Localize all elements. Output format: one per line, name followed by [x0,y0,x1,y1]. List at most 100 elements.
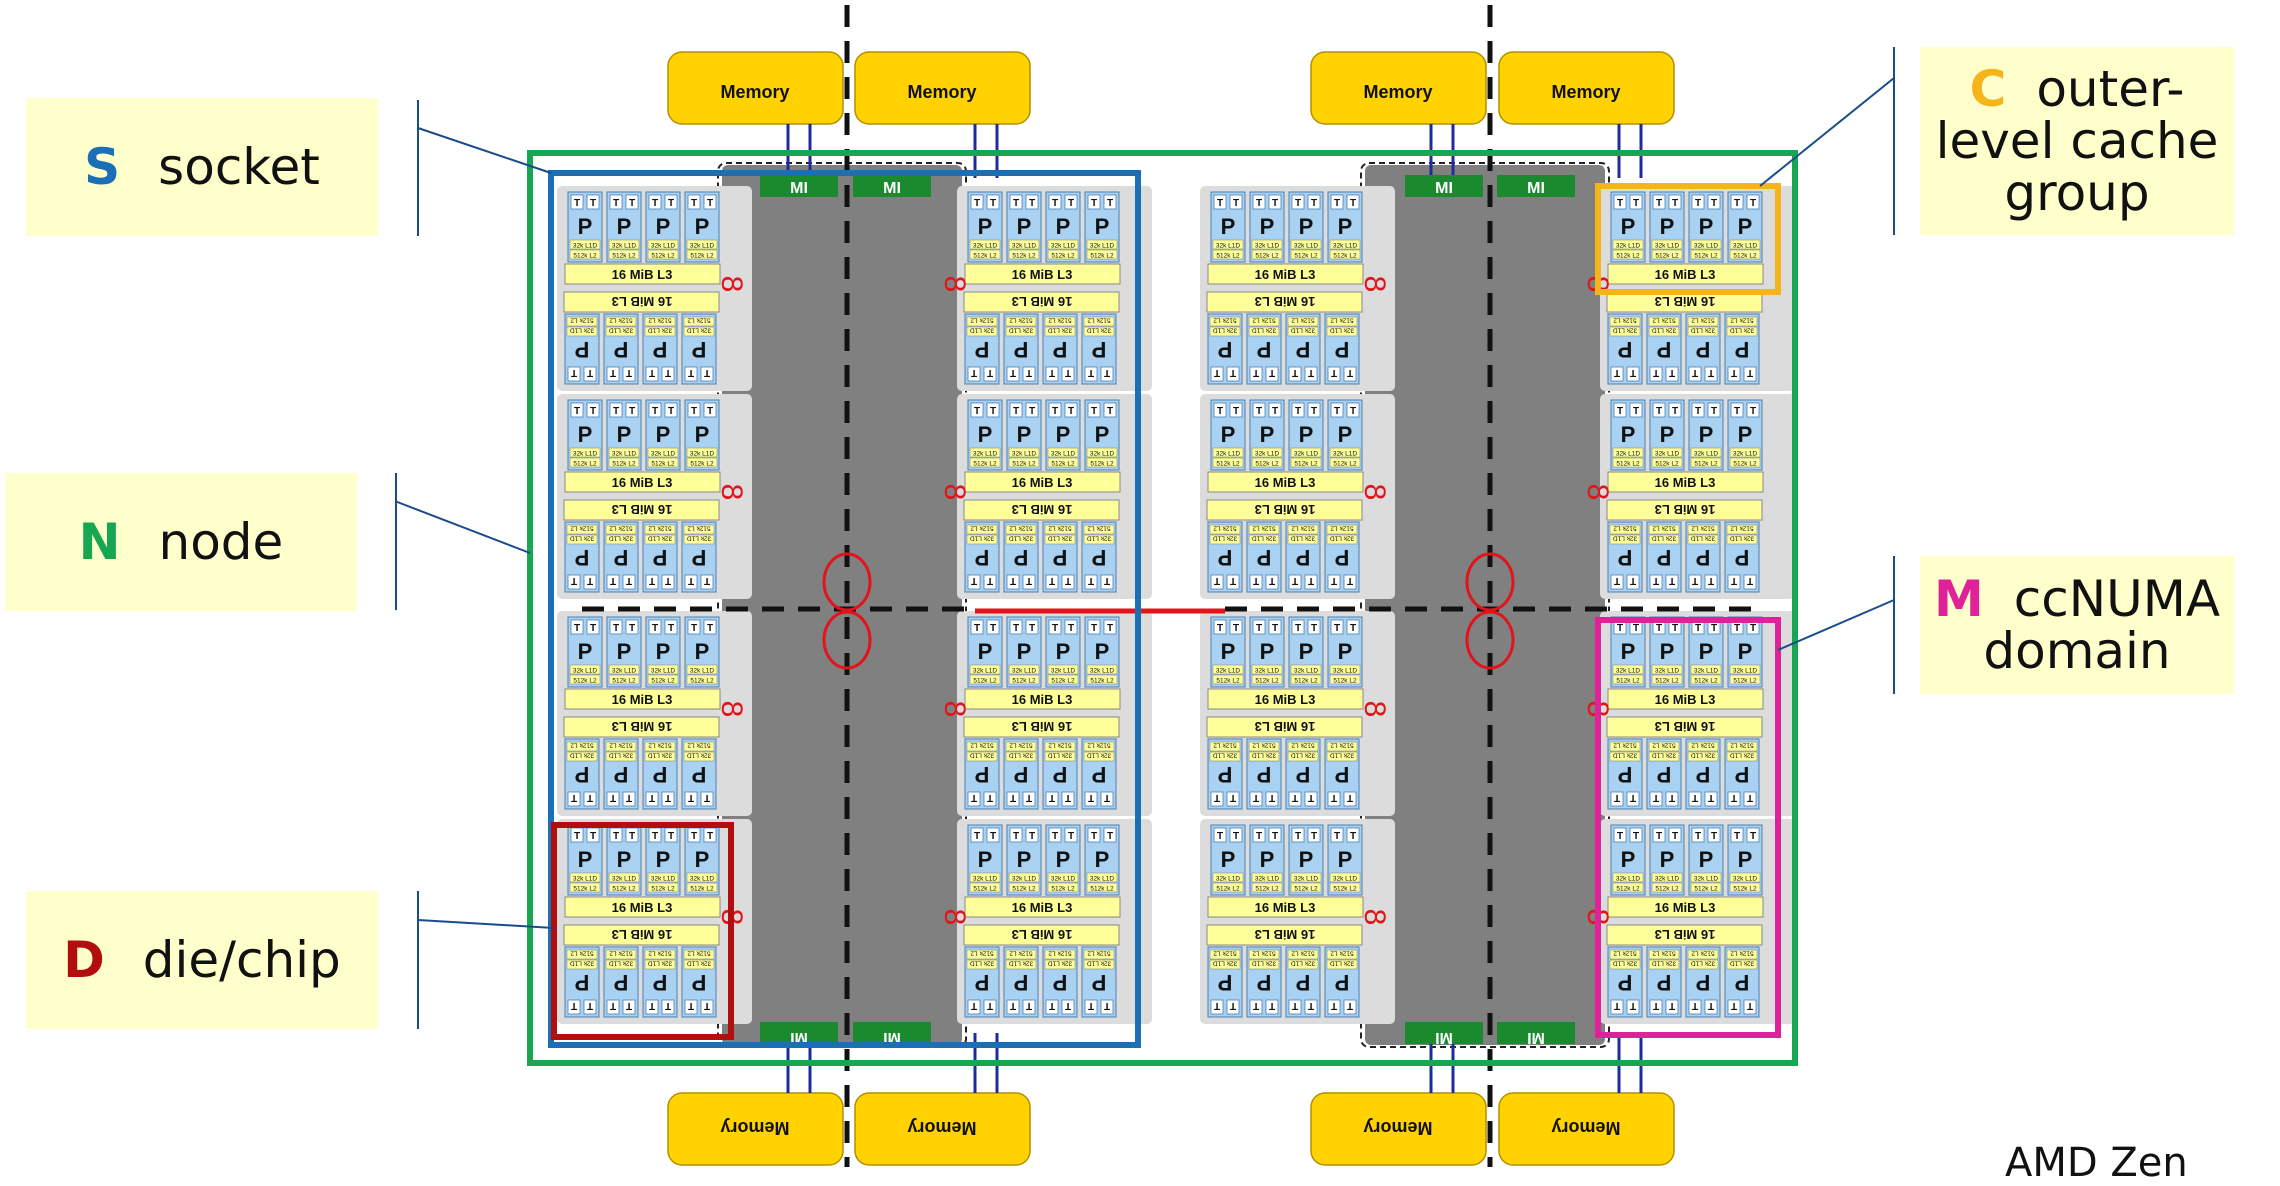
thread-box [1307,827,1321,843]
thread-label: T [1347,575,1353,586]
thread-label: T [1010,1000,1016,1011]
l2-label: 512k L2 [1730,525,1754,532]
thread-box [1229,402,1243,418]
thread-box [1045,366,1059,382]
thread-label: T [1295,406,1301,417]
l2-label: 512k L2 [687,317,711,324]
thread-label: T [1107,406,1113,417]
l1d-cache [1008,872,1040,883]
thread-label: T [652,831,658,842]
thread-box [1064,619,1078,635]
l1d-label: 32k L1D [1733,243,1758,250]
thread-label: T [1068,623,1074,634]
thread-label: T [610,575,616,586]
thread-box [1304,999,1318,1015]
thread-label: T [574,406,580,417]
thread-label: T [1104,575,1110,586]
l2-cache [1008,674,1040,685]
l1d-cache [1287,959,1319,970]
thread-box [703,619,717,635]
l1d-label: 32k L1D [1733,876,1758,883]
l1d-label: 32k L1D [1051,451,1076,458]
l1d-cache [683,326,715,337]
thread-label: T [1708,792,1714,803]
thread-box [1103,402,1117,418]
l2-cache [1005,524,1037,535]
l2-cache [569,249,601,260]
l2-cache [1008,249,1040,260]
memory-label: Memory [1551,1118,1620,1138]
l1d-cache [644,751,676,762]
core-label: P [1014,337,1029,362]
core-label: P [1218,545,1233,570]
thread-box [1288,366,1302,382]
l2-cache [969,674,1001,685]
l1d-label: 32k L1D [1652,327,1677,334]
infinity-fabric-icon [1465,552,1515,612]
socket-letter: S [84,138,121,196]
thread-label: T [1692,575,1698,586]
l1d-cache [644,326,676,337]
l1d-cache [966,959,998,970]
l2-label: 512k L2 [1252,317,1276,324]
l1d-label: 32k L1D [1333,243,1358,250]
thread-label: T [1217,623,1223,634]
l2-label: 512k L2 [570,950,594,957]
l3-cache [964,263,1121,285]
thread-box [645,366,659,382]
core-label: P [653,762,668,787]
l2-cache [1248,524,1280,535]
thread-label: T [990,831,996,842]
thread-box [661,791,675,807]
core-label: P [978,847,993,872]
l2-cache [1086,249,1118,260]
core-label: P [1056,847,1071,872]
thread-label: T [1350,831,1356,842]
thread-box [1629,194,1643,210]
thread-box [1087,619,1101,635]
l3-cache [1607,896,1764,918]
thread-box [586,194,600,210]
thread-box [622,791,636,807]
l1d-cache [966,326,998,337]
thread-label: T [665,575,671,586]
thread-label: T [629,831,635,842]
l2-cache [1651,882,1683,893]
thread-label: T [707,406,713,417]
thread-box [567,574,581,590]
l1d-label: 32k L1D [1012,876,1037,883]
thread-box [970,827,984,843]
thread-box [1307,194,1321,210]
thread-box [1346,402,1360,418]
thread-label: T [1049,575,1055,586]
thread-label: T [1347,792,1353,803]
l2-label: 512k L2 [1255,253,1279,260]
core-label: P [1335,970,1350,995]
thread-box [1064,402,1078,418]
memory-box-bottom [854,1092,1031,1166]
l3-cache [1207,896,1364,918]
thread-label: T [1253,792,1259,803]
l2-label: 512k L2 [1216,886,1240,893]
core-label: P [1338,422,1353,447]
l2-label: 512k L2 [1730,742,1754,749]
thread-label: T [1295,198,1301,209]
core-label: P [1092,545,1107,570]
thread-box [703,402,717,418]
l1d-label: 32k L1D [970,752,995,759]
l2-label: 512k L2 [1294,461,1318,468]
l1d-cache [1251,239,1283,250]
thread-label: T [704,367,710,378]
thread-box [1652,402,1666,418]
l2-cache [1047,882,1079,893]
memory-interface [1405,175,1483,197]
thread-label: T [688,367,694,378]
l1d-cache [683,751,715,762]
thread-label: T [1669,367,1675,378]
memory-box-bottom [1310,1092,1487,1166]
l2-label: 512k L2 [1613,525,1637,532]
l2-cache [1326,524,1358,535]
